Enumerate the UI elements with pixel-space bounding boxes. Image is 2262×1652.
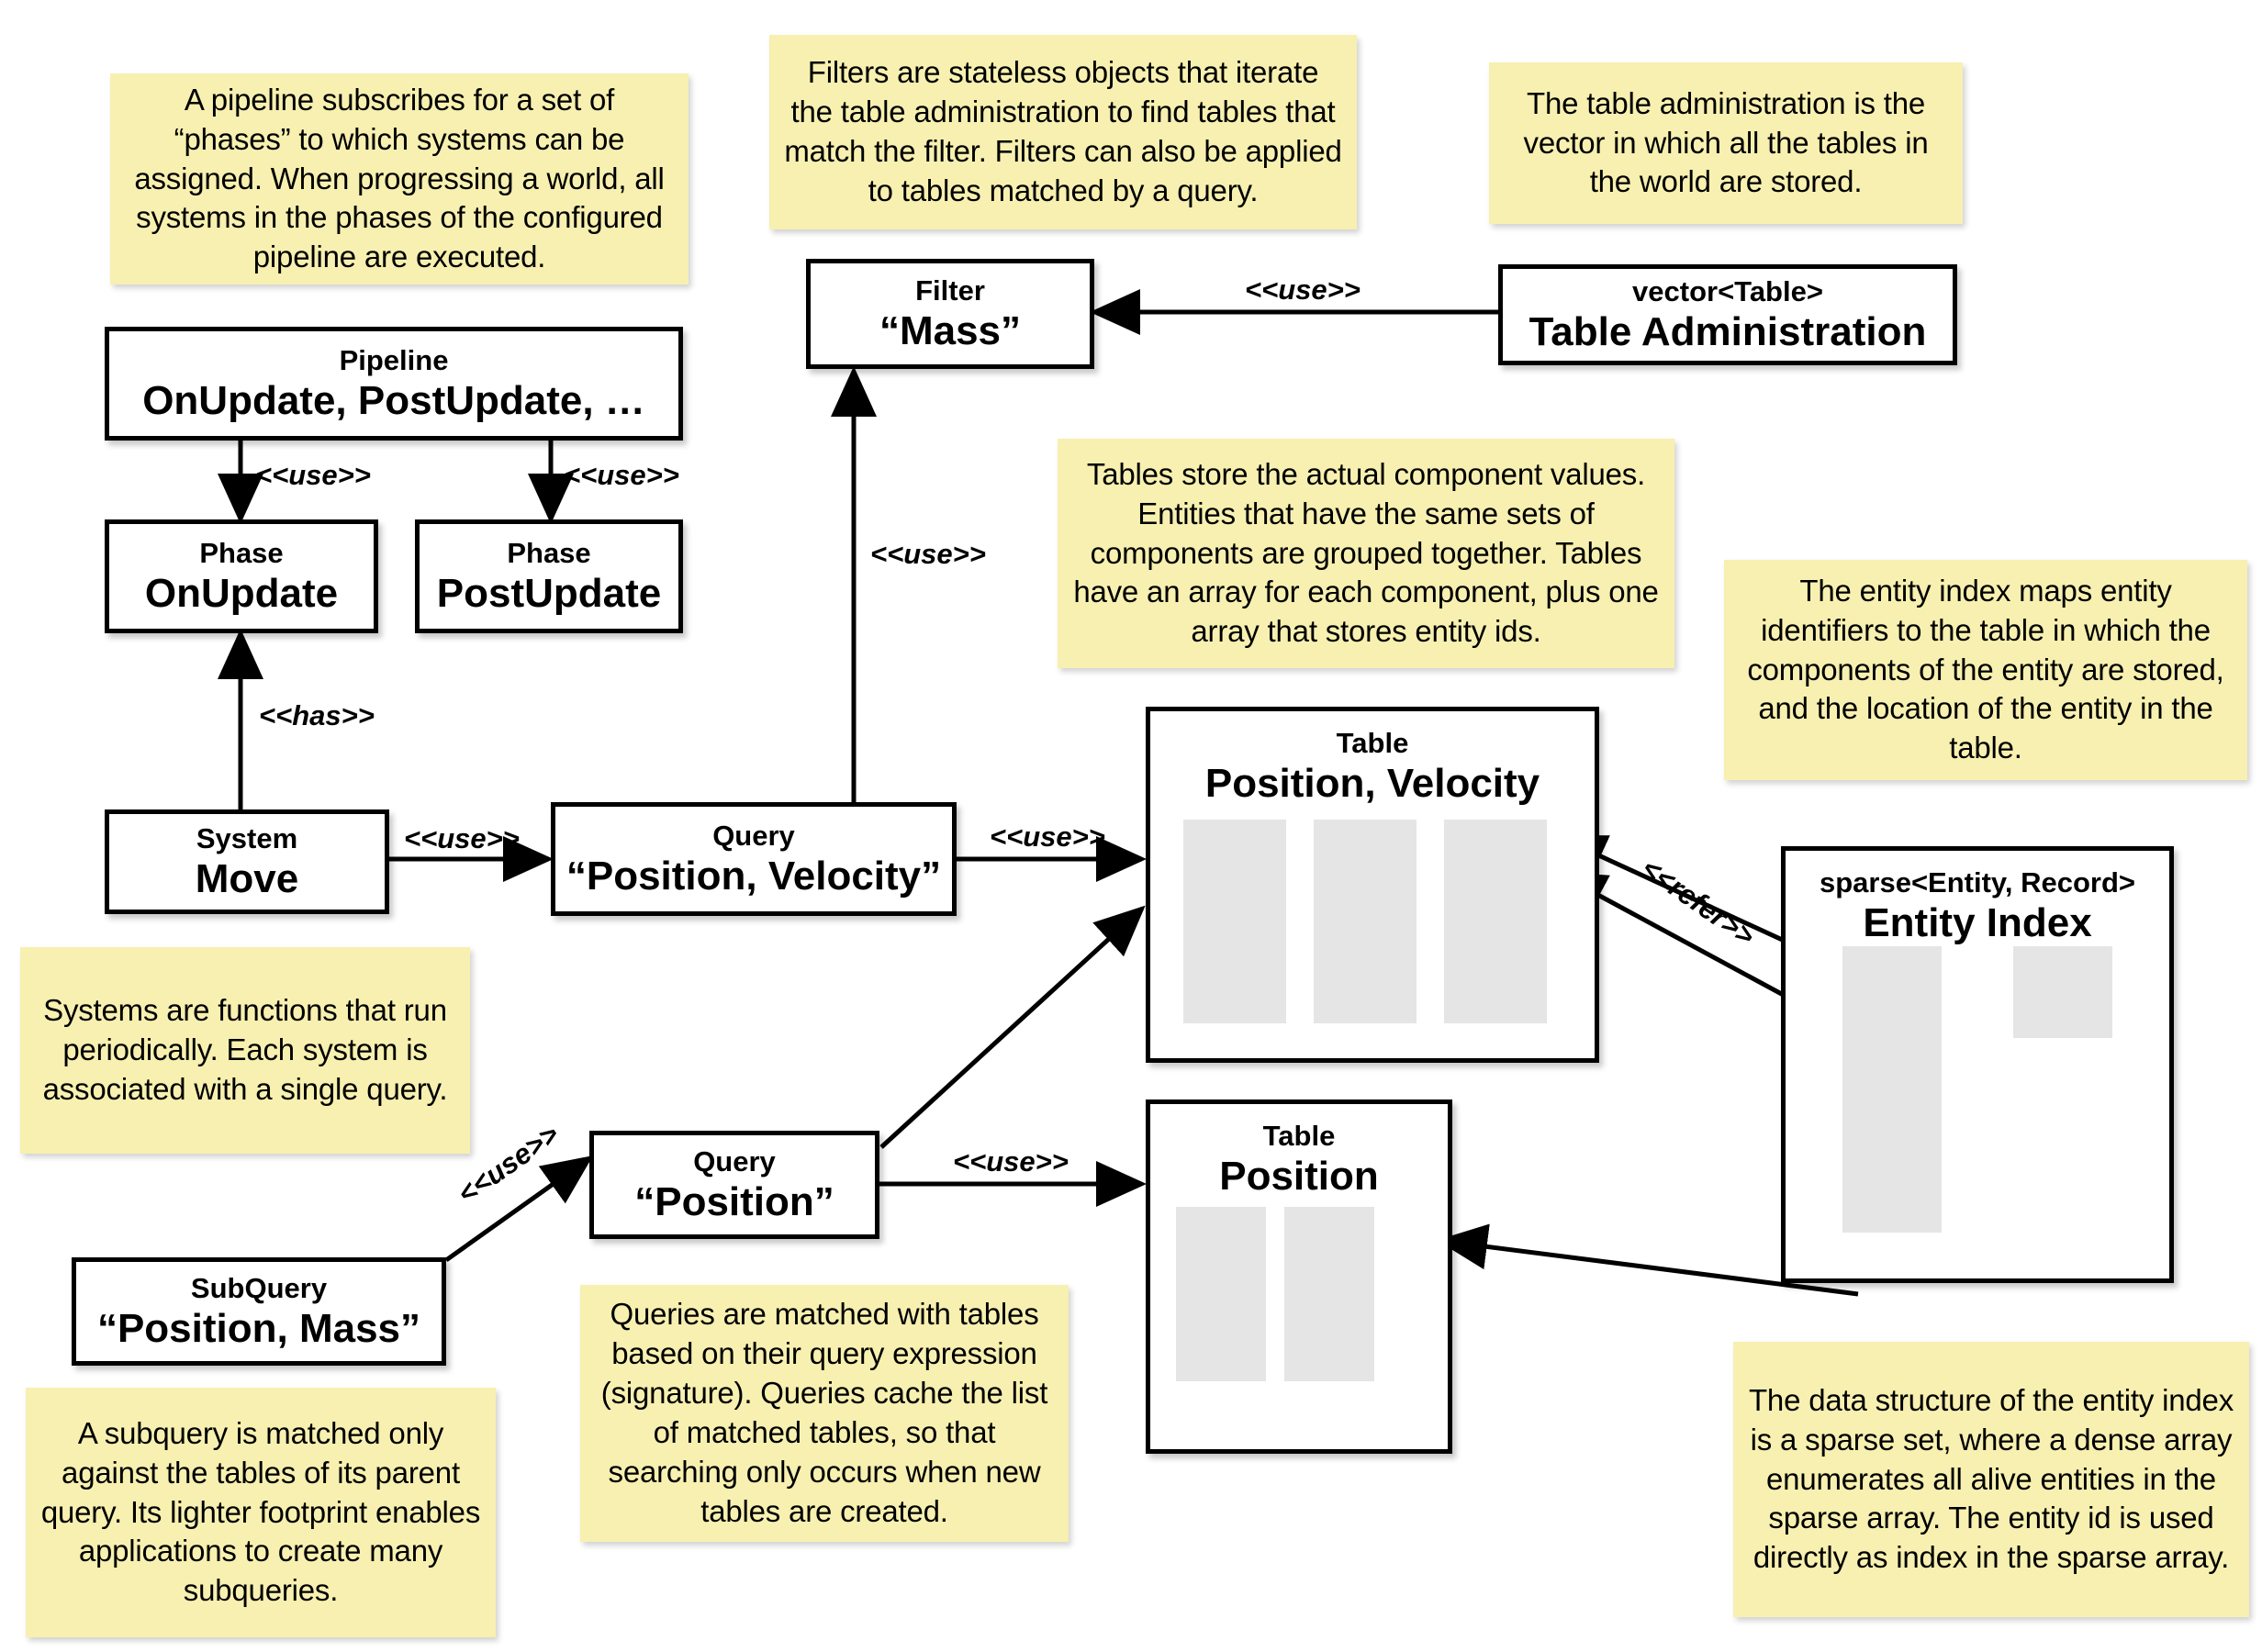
edge-label-entityindex-table: <<refer>> [1635,852,1761,953]
node-table-position-velocity[interactable]: Table Position, Velocity [1146,707,1599,1063]
note-subquery: A subquery is matched only against the t… [26,1388,496,1637]
node-query-position-velocity-stereotype: Query [712,819,795,852]
edge-label-tableadmin-filter: <<use>> [1245,273,1361,306]
node-filter-mass-title: “Mass” [879,307,1022,353]
note-pipeline: A pipeline subscribes for a set of “phas… [110,73,689,285]
entity-index-sparse-array [1842,946,1942,1233]
node-table-position-stereotype: Table [1262,1120,1336,1152]
node-subquery-position-mass[interactable]: SubQuery “Position, Mass” [72,1257,446,1366]
node-query-position-title: “Position” [634,1178,834,1224]
note-table-administration: The table administration is the vector i… [1489,62,1963,224]
edge-label-pipeline-postupdate: <<use>> [564,459,679,491]
table-pv-array-1 [1183,820,1286,1023]
note-system: Systems are functions that run periodica… [20,947,470,1154]
edge-label-query-table: <<use>> [990,820,1105,853]
edge-queryposition-table-pv [879,905,1146,1149]
node-phase-postupdate-stereotype: Phase [507,536,591,569]
node-query-position-velocity-title: “Position, Velocity” [566,853,942,899]
edge-label-system-phase: <<has>> [259,699,375,731]
node-query-position-stereotype: Query [693,1144,776,1178]
note-sparse-set: The data structure of the entity index i… [1733,1342,2249,1617]
table-pv-array-2 [1314,820,1417,1023]
node-table-administration-title: Table Administration [1529,308,1927,354]
node-entity-index-stereotype: sparse<Entity, Record> [1819,866,2135,899]
table-p-array-1 [1176,1207,1266,1381]
node-table-administration-stereotype: vector<Table> [1632,274,1823,307]
node-system-move[interactable]: System Move [105,809,389,914]
node-table-position-velocity-title: Position, Velocity [1204,761,1540,807]
node-table-position-title: Position [1219,1154,1379,1200]
edge-label-pipeline-onupdate: <<use>> [255,459,371,491]
edge-label-queryposition-table: <<use>> [953,1145,1069,1178]
node-system-move-stereotype: System [196,821,298,854]
note-query: Queries are matched with tables based on… [580,1285,1069,1542]
note-filter: Filters are stateless objects that itera… [769,35,1357,229]
node-phase-onupdate-title: OnUpdate [144,570,339,616]
node-table-administration[interactable]: vector<Table> Table Administration [1498,264,1957,365]
table-pv-array-3 [1444,820,1547,1023]
node-pipeline-stereotype: Pipeline [339,343,449,376]
node-phase-onupdate-stereotype: Phase [199,536,284,569]
node-phase-postupdate[interactable]: Phase PostUpdate [415,519,683,633]
node-table-position[interactable]: Table Position [1146,1099,1452,1454]
node-pipeline-title: OnUpdate, PostUpdate, … [142,377,645,423]
node-table-position-velocity-stereotype: Table [1336,727,1409,759]
node-filter-mass[interactable]: Filter “Mass” [806,259,1094,369]
table-p-array-2 [1284,1207,1374,1381]
node-query-position-velocity[interactable]: Query “Position, Velocity” [551,802,957,916]
node-query-position[interactable]: Query “Position” [589,1131,879,1239]
node-entity-index-title: Entity Index [1863,900,2092,946]
node-pipeline[interactable]: Pipeline OnUpdate, PostUpdate, … [105,327,683,441]
note-entity-index: The entity index maps entity identifiers… [1724,560,2247,780]
node-subquery-position-mass-title: “Position, Mass” [96,1305,421,1351]
node-system-move-title: Move [195,855,299,901]
entity-index-dense-array [2013,946,2112,1038]
node-phase-postupdate-title: PostUpdate [436,570,662,616]
note-table: Tables store the actual component values… [1058,439,1674,668]
node-filter-mass-stereotype: Filter [915,273,985,307]
edge-label-query-filter: <<use>> [870,538,986,570]
edge-label-system-query: <<use>> [404,822,520,854]
node-subquery-position-mass-stereotype: SubQuery [190,1271,328,1304]
node-entity-index[interactable]: sparse<Entity, Record> Entity Index [1781,846,2174,1283]
node-phase-onupdate[interactable]: Phase OnUpdate [105,519,378,633]
